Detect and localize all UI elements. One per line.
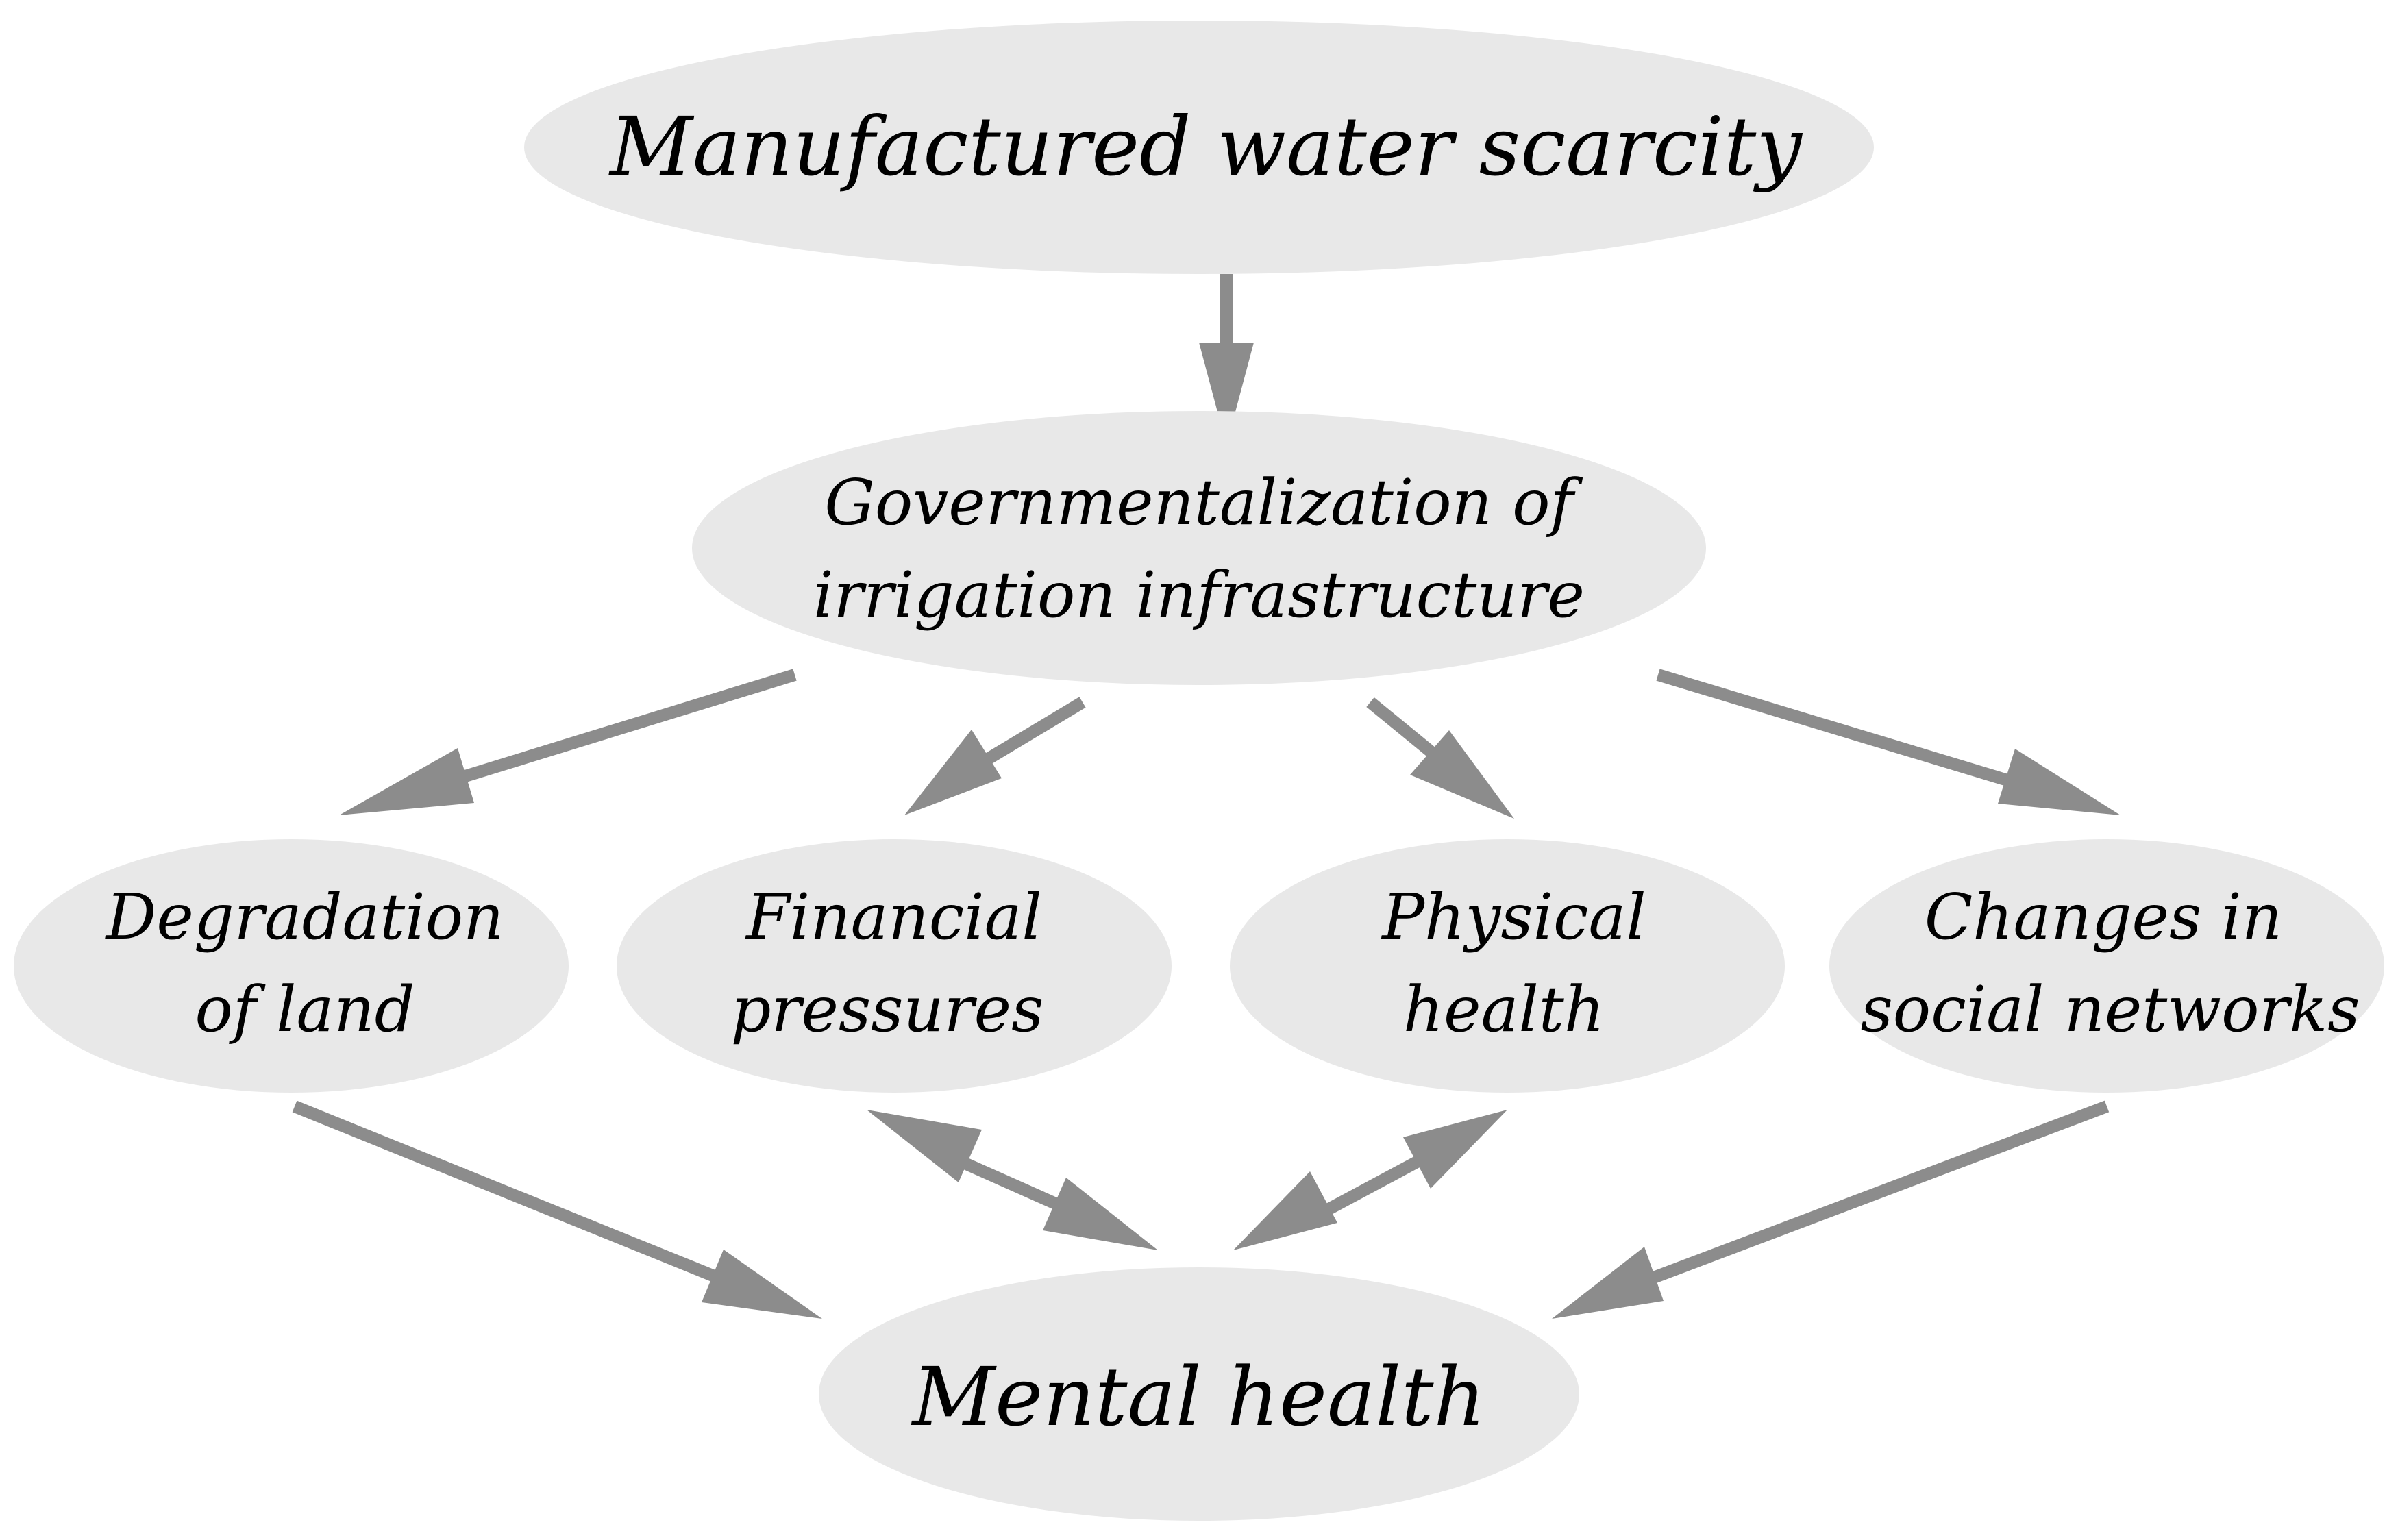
node-financial-pressures: Financial pressures [617,839,1172,1093]
node-label-line: Physical [1381,880,1646,954]
node-label-line: Mental health [911,1350,1485,1444]
edge-physical-mental-health-bidirectional [1233,1110,1507,1250]
node-physical-health: Physical health [1230,839,1785,1093]
nodes-layer: Manufactured water scarcity Governmental… [14,21,2384,1521]
edge-governmentalization-to-social [1656,669,2121,815]
node-label-line: health [1403,973,1605,1046]
edge-social-to-mental-health [1552,1100,2110,1319]
node-changes-in-social-networks: Changes in social networks [1829,839,2384,1093]
node-governmentalization: Governmentalization of irrigation infras… [692,411,1706,685]
edge-governmentalization-to-physical [1366,697,1514,819]
node-mental-health: Mental health [819,1267,1579,1521]
edge-scarcity-to-governmentalization [1199,274,1254,445]
node-degradation-of-land: Degradation of land [14,839,569,1093]
node-label-line: Degradation [105,880,504,954]
node-label-line: pressures [731,973,1044,1046]
node-label-line: irrigation infrastructure [813,558,1585,632]
node-manufactured-water-scarcity: Manufactured water scarcity [524,21,1874,274]
node-label-line: Changes in [1925,880,2282,954]
node-label-line: Manufactured water scarcity [608,99,1803,194]
edge-degradation-to-mental-health [292,1100,822,1319]
edge-governmentalization-to-financial [904,697,1086,815]
edges-layer [292,274,2121,1319]
edge-financial-mental-health-bidirectional [867,1110,1158,1250]
node-label-line: Governmentalization of [824,466,1583,539]
edge-governmentalization-to-degradation [339,669,797,815]
node-label-line: Financial [745,880,1042,954]
node-label-line: social networks [1861,973,2360,1046]
node-label-line: of land [195,973,415,1046]
